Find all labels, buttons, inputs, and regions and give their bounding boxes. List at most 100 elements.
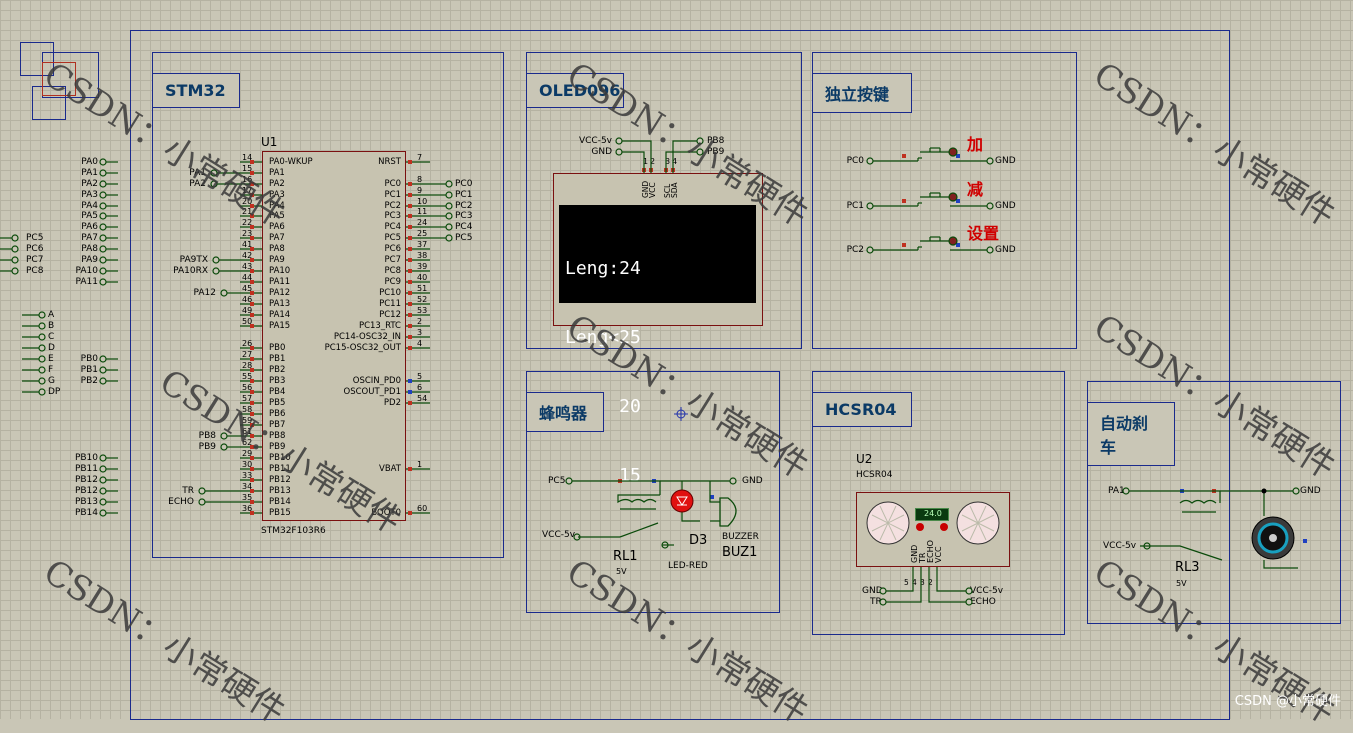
net-label: PA2 [81, 179, 98, 189]
key-label: 减 [967, 180, 984, 199]
mcu-pin-number: 10 [417, 197, 428, 206]
net-label: PC1 [846, 201, 864, 211]
mcu-pin-name: PB6 [269, 409, 286, 419]
mcu-pin-name: PA13 [269, 299, 291, 309]
key-label: 设置 [967, 224, 1000, 243]
section-title: 独立按键 [812, 73, 912, 113]
mcu-pin-number: 7 [417, 153, 423, 162]
mcu-pin-number: 43 [242, 262, 253, 271]
net-label: GND [995, 156, 1016, 166]
mcu-pin-number: 24 [417, 218, 428, 227]
selection-box[interactable] [42, 62, 76, 96]
mcu-pin-name: PA5 [269, 211, 285, 221]
mcu-pin-name: PA3 [269, 190, 285, 200]
mcu-pin-name: PA10 [269, 266, 291, 276]
key-label: 加 [967, 135, 984, 154]
net-label: VCC-5v [542, 530, 576, 540]
footer-watermark: CSDN @小常硬件 [1234, 694, 1341, 709]
section-stm32: STM32 [152, 52, 504, 558]
net-label: PA1 [81, 168, 98, 178]
net-label: PC1 [455, 190, 473, 200]
net-label: PB8 [707, 136, 725, 146]
mcu-pin-name: PC1 [384, 190, 401, 200]
net-label: PB0 [80, 354, 98, 364]
mcu-pin-name: PC4 [384, 222, 401, 232]
section-title: 自动刹车 [1087, 402, 1175, 466]
net-label: PB14 [74, 508, 98, 518]
mcu-pin-number: 37 [417, 240, 428, 249]
net-label: G [48, 376, 55, 386]
net-label: PB9 [198, 442, 216, 452]
sensor-pin-number: 3 [920, 578, 925, 587]
mcu-pin-name: OSCOUT_PD1 [343, 387, 401, 397]
mcu-pin-name: PC8 [384, 266, 401, 276]
mcu-pin-name: PC7 [384, 255, 401, 265]
sensor-display [915, 508, 949, 521]
buzzer-value: BUZZER [722, 532, 759, 542]
oled-header-wires [622, 140, 697, 173]
mcu-pin-number: 57 [242, 394, 253, 403]
mcu-pin-number: 33 [242, 471, 253, 480]
mcu-pin-number: 45 [242, 284, 253, 293]
section-title: HCSR04 [812, 392, 912, 427]
net-label: D [48, 343, 55, 353]
mcu-pin-number: 50 [242, 317, 253, 326]
mcu-pin-name: PA11 [269, 277, 291, 287]
mcu-pin-number: 41 [242, 240, 253, 249]
net-label: TR [870, 597, 882, 607]
mcu-pin-name: PA2 [269, 179, 285, 189]
section-title: OLED096 [526, 73, 624, 108]
mcu-chip[interactable] [262, 151, 406, 521]
section-brake: 自动刹车 [1087, 381, 1341, 624]
mcu-pin-number: 39 [417, 262, 428, 271]
net-label: PC8 [26, 266, 44, 276]
net-label: PB2 [80, 376, 98, 386]
mcu-pin-name: VBAT [379, 464, 401, 474]
mcu-pin-number: 4 [417, 339, 423, 348]
mcu-pin-name: PC6 [384, 244, 401, 254]
mcu-pin-number: 21 [242, 207, 253, 216]
selection-box[interactable] [32, 86, 66, 120]
sensor-display-value: 24.0 [924, 509, 942, 518]
oled-line: Leng<25 [565, 327, 641, 348]
mcu-pin-name: PB10 [269, 453, 291, 463]
mcu-pin-number: 27 [242, 350, 253, 359]
relay-value: 5V [1176, 579, 1187, 588]
selection-box[interactable] [20, 42, 54, 76]
mcu-pin-number: 49 [242, 306, 253, 315]
mcu-pin-number: 9 [417, 186, 423, 195]
net-label: PB12 [74, 475, 98, 485]
relay-ref: RL3 [1175, 560, 1200, 575]
mcu-pin-name: NRST [378, 157, 401, 167]
net-label: TR [182, 486, 194, 496]
net-label: PB8 [198, 431, 216, 441]
mcu-pin-name: PC12 [379, 310, 401, 320]
mcu-pin-number: 30 [242, 460, 253, 469]
net-label: GND [742, 476, 763, 486]
net-label: F [48, 365, 54, 375]
net-label: PA8 [81, 244, 98, 254]
mcu-pin-name: PA14 [269, 310, 291, 320]
mcu-pin-name: PB0 [269, 343, 286, 353]
mcu-pin-number: 2 [417, 317, 423, 326]
mcu-pin-number: 62 [242, 438, 253, 447]
mcu-pin-name: PB8 [269, 431, 286, 441]
section-oled: OLED096 [526, 52, 802, 349]
mcu-pin-number: 3 [417, 328, 423, 337]
mcu-pin-name: PB12 [269, 475, 291, 485]
net-label: PB10 [74, 453, 98, 463]
mcu-pin-number: 15 [242, 164, 253, 173]
net-label: A [48, 310, 55, 320]
mcu-pin-name: PA8 [269, 244, 285, 254]
crosshair-icon [674, 407, 688, 421]
mcu-pin-number: 1 [417, 460, 423, 469]
mcu-pin-name: PA15 [269, 321, 291, 331]
net-label: PB11 [74, 464, 98, 474]
mcu-pin-number: 25 [417, 229, 428, 238]
mcu-pin-name: PC11 [379, 299, 401, 309]
oled-pin-number: 4 [672, 157, 678, 166]
mcu-pin-name: PA1 [269, 168, 285, 178]
mcu-pin-name: PA6 [269, 222, 285, 232]
mcu-pin-number: 56 [242, 383, 253, 392]
